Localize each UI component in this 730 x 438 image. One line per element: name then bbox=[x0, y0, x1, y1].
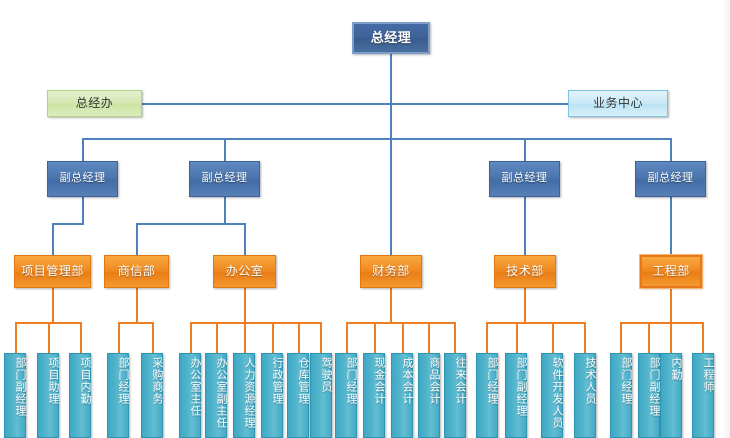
node-general-manager[interactable]: 总经理 bbox=[352, 22, 430, 54]
connector-dept3-bus bbox=[190, 322, 322, 324]
node-role-pm-deputy-manager[interactable]: 部门副经理 bbox=[4, 353, 26, 438]
connector-d2-stem bbox=[224, 196, 226, 224]
node-role-office-deputy-director[interactable]: 办公室副主任 bbox=[205, 353, 227, 438]
connector-dept5-stem bbox=[524, 288, 526, 323]
connector-d3-to-dept5 bbox=[524, 196, 526, 255]
node-deputy-gm-3[interactable]: 副总经理 bbox=[489, 161, 560, 197]
node-dept-engineering[interactable]: 工程部 bbox=[640, 255, 702, 288]
connector-d2-to-dept2 bbox=[136, 223, 138, 255]
connector-dept2-stem bbox=[136, 288, 138, 323]
connector-dept1-drop-1 bbox=[15, 322, 17, 353]
panel-edge-shade bbox=[722, 0, 730, 438]
node-role-office-driver[interactable]: 驾驶员 bbox=[310, 353, 332, 438]
connector-deputy-drop-4 bbox=[670, 138, 672, 161]
node-role-office-director[interactable]: 办公室主任 bbox=[179, 353, 201, 438]
connector-dept6-drop-3 bbox=[670, 322, 672, 353]
node-role-fin-current-accountant[interactable]: 往来会计 bbox=[444, 353, 466, 438]
connector-dept2-bus bbox=[118, 322, 154, 324]
connector-deputy-drop-1 bbox=[82, 138, 84, 161]
node-role-pm-project-clerk[interactable]: 项目内勤 bbox=[69, 353, 91, 438]
connector-dept1-drop-3 bbox=[80, 322, 82, 353]
connector-d1-bus bbox=[52, 223, 84, 225]
node-role-tech-deputy-manager[interactable]: 部门副经理 bbox=[505, 353, 527, 438]
connector-staff-left bbox=[142, 103, 391, 105]
connector-d1-stem bbox=[82, 196, 84, 224]
node-deputy-gm-4[interactable]: 副总经理 bbox=[635, 161, 706, 197]
node-deputy-gm-2[interactable]: 副总经理 bbox=[189, 161, 260, 197]
connector-dept6-drop-2 bbox=[648, 322, 650, 353]
node-dept-office[interactable]: 办公室 bbox=[213, 255, 276, 288]
node-role-tech-software-developer[interactable]: 软件开发人员 bbox=[541, 353, 563, 438]
connector-top-spine bbox=[390, 53, 392, 265]
node-role-pm-project-assistant[interactable]: 项目助理 bbox=[37, 353, 59, 438]
node-role-tech-manager[interactable]: 部门经理 bbox=[476, 353, 498, 438]
node-business-center[interactable]: 业务中心 bbox=[568, 90, 668, 117]
node-role-eng-clerk[interactable]: 内勤 bbox=[660, 353, 682, 438]
node-role-eng-manager[interactable]: 部门经理 bbox=[610, 353, 632, 438]
connector-dept6-drop-1 bbox=[620, 322, 622, 353]
node-role-fin-goods-accountant[interactable]: 商品会计 bbox=[418, 353, 440, 438]
connector-deputy-drop-3 bbox=[524, 138, 526, 161]
node-dept-project-management[interactable]: 项目管理部 bbox=[14, 255, 91, 288]
connector-deputy-bus bbox=[82, 138, 671, 140]
node-role-bi-procurement[interactable]: 采购商务 bbox=[141, 353, 163, 438]
connector-dept6-bus bbox=[620, 322, 703, 324]
connector-dept4-drop-4 bbox=[428, 322, 430, 353]
node-role-fin-cash-accountant[interactable]: 现金会计 bbox=[363, 353, 385, 438]
connector-dept2-drop-1 bbox=[118, 322, 120, 353]
connector-dept1-stem bbox=[52, 288, 54, 323]
node-dept-business-info[interactable]: 商信部 bbox=[104, 255, 169, 288]
node-role-eng-deputy-manager[interactable]: 部门副经理 bbox=[638, 353, 660, 438]
connector-dept4-drop-2 bbox=[374, 322, 376, 353]
connector-dept3-drop-5 bbox=[298, 322, 300, 353]
connector-dept3-drop-1 bbox=[190, 322, 192, 353]
node-role-office-hr-manager[interactable]: 人力资源经理 bbox=[233, 353, 255, 438]
node-dept-finance[interactable]: 财务部 bbox=[360, 255, 422, 288]
node-deputy-gm-1[interactable]: 副总经理 bbox=[47, 161, 118, 197]
connector-dept5-drop-1 bbox=[486, 322, 488, 353]
node-role-fin-cost-accountant[interactable]: 成本会计 bbox=[391, 353, 413, 438]
connector-dept5-drop-2 bbox=[516, 322, 518, 353]
node-role-fin-manager[interactable]: 部门经理 bbox=[335, 353, 357, 438]
connector-dept6-drop-4 bbox=[702, 322, 704, 353]
connector-dept3-drop-4 bbox=[272, 322, 274, 353]
connector-dept6-stem bbox=[670, 288, 672, 323]
connector-dept4-drop-1 bbox=[346, 322, 348, 353]
connector-dept3-drop-6 bbox=[320, 322, 322, 353]
connector-deputy-drop-2 bbox=[224, 138, 226, 161]
connector-dept5-bus bbox=[486, 322, 584, 324]
connector-d4-to-dept6 bbox=[670, 196, 672, 255]
connector-d2-bus bbox=[136, 223, 246, 225]
connector-d2-to-dept3 bbox=[244, 223, 246, 255]
connector-dept4-stem bbox=[390, 288, 392, 323]
node-gm-office[interactable]: 总经办 bbox=[47, 90, 142, 117]
connector-dept2-drop-2 bbox=[152, 322, 154, 353]
connector-dept5-drop-4 bbox=[584, 322, 586, 353]
connector-staff-right bbox=[390, 103, 569, 105]
connector-dept3-drop-2 bbox=[216, 322, 218, 353]
node-role-office-administration[interactable]: 行政管理 bbox=[261, 353, 283, 438]
connector-dept4-drop-3 bbox=[402, 322, 404, 353]
connector-dept4-bus bbox=[346, 322, 456, 324]
node-dept-technology[interactable]: 技术部 bbox=[494, 255, 556, 288]
connector-dept1-drop-2 bbox=[48, 322, 50, 353]
connector-dept4-drop-5 bbox=[454, 322, 456, 353]
node-role-tech-technician[interactable]: 技术人员 bbox=[574, 353, 596, 438]
connector-dept3-stem bbox=[244, 288, 246, 323]
node-role-bi-manager[interactable]: 部门经理 bbox=[107, 353, 129, 438]
connector-d1-to-dept1 bbox=[52, 223, 54, 255]
connector-dept5-drop-3 bbox=[552, 322, 554, 353]
node-role-office-warehouse[interactable]: 仓库管理 bbox=[287, 353, 309, 438]
connector-dept3-drop-3 bbox=[244, 322, 246, 353]
node-role-eng-engineer[interactable]: 工程师 bbox=[692, 353, 714, 438]
